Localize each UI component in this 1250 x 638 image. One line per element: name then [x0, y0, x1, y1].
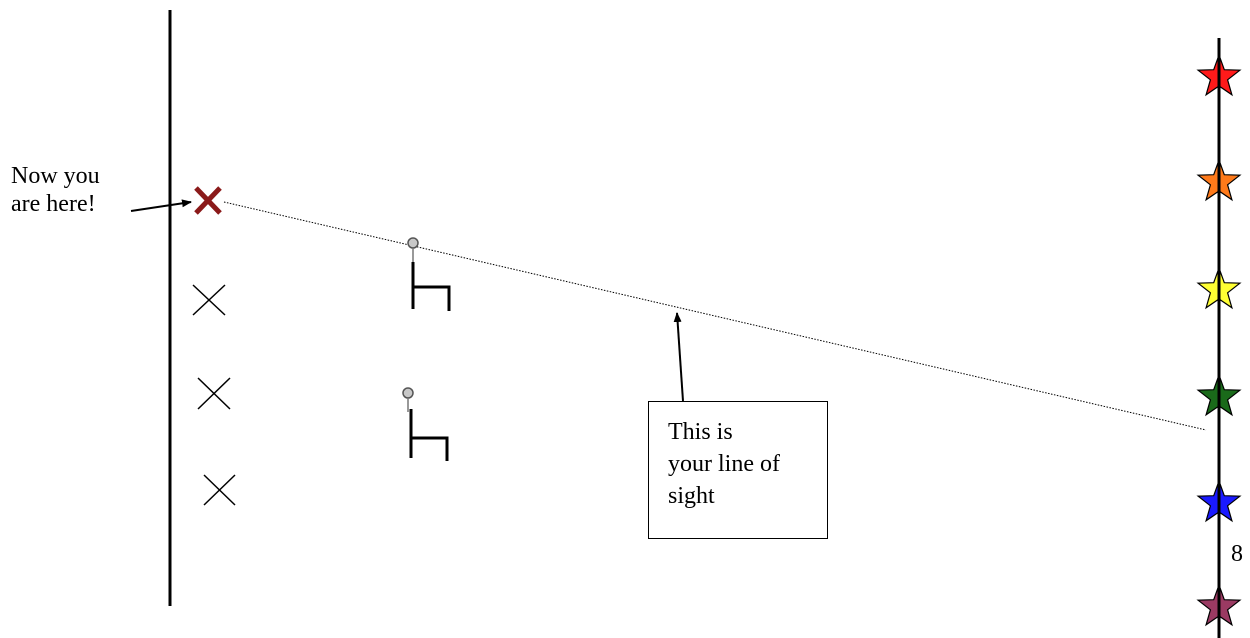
seated-person-2 [402, 387, 449, 461]
callout-text: This is your line of sight [668, 416, 780, 512]
x-position-marker-2 [197, 377, 231, 410]
line-of-sight [223, 201, 1207, 431]
seated-person-1 [407, 237, 451, 311]
label-line-2: are here! [11, 191, 96, 217]
chair-icon [411, 262, 451, 311]
person-head-icon [402, 387, 414, 399]
page-number: 8 [1231, 541, 1243, 567]
here-arrow [130, 199, 192, 212]
line-of-sight-callout-box: This is your line of sight [648, 401, 828, 539]
callout-line-2: your line of [668, 451, 780, 477]
chair-icon [409, 409, 449, 461]
label-line-1: Now you [11, 163, 100, 189]
callout-line-1: This is [668, 419, 733, 445]
stars-column [1196, 53, 1242, 629]
now-you-are-here-label: Now you are here! [11, 162, 100, 218]
x-position-marker-3 [203, 474, 236, 506]
you-are-here-x-marker [194, 186, 222, 215]
callout-arrow [673, 312, 684, 402]
x-position-marker-1 [192, 284, 226, 316]
callout-line-3: sight [668, 483, 715, 509]
person-head-icon [407, 237, 419, 249]
